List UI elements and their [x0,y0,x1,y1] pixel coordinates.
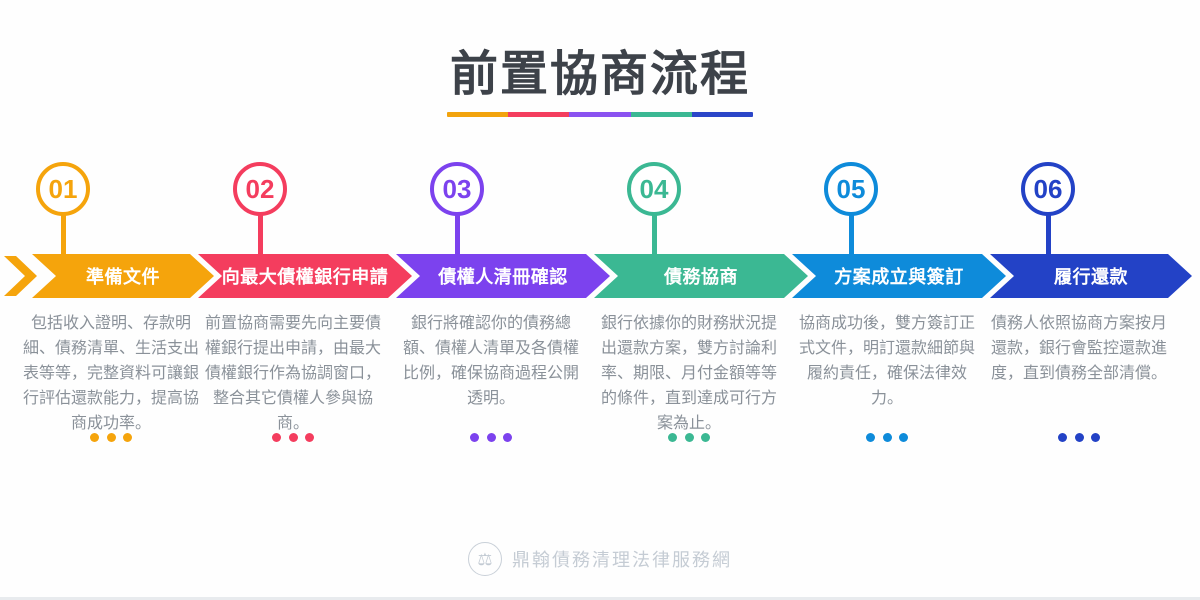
step-number-badge: 01 [36,162,90,216]
step-banner-label: 債務協商 [664,267,738,287]
dot-icon [123,433,132,442]
step-banner-arrow: 債務協商 [594,254,808,298]
ellipsis-dots-icon [272,433,314,442]
dot-icon [90,433,99,442]
step-number-badge: 06 [1021,162,1075,216]
step-banner-label: 準備文件 [86,267,160,287]
step-number-badge: 04 [627,162,681,216]
dot-icon [305,433,314,442]
dot-icon [899,433,908,442]
step-connector [258,214,263,258]
step-number: 03 [442,173,472,204]
dot-icon [684,433,694,442]
step-banner-label: 方案成立與簽訂 [834,267,964,287]
step-description: 銀行將確認你的債務總額、債權人清單及各債權比例，確保協商過程公開透明。 [402,315,579,407]
underline-segment-red [508,112,570,117]
step-number: 05 [836,173,866,204]
step-description: 債務人依照協商方案按月還款，銀行會監控還款進度，直到債務全部清償。 [990,315,1167,382]
step-banner-arrow: 方案成立與簽訂 [792,254,1006,298]
dot-icon [1091,433,1100,442]
ellipsis-dots-icon [668,433,710,442]
brand-name: 鼎翰債務清理法律服務網 [512,550,732,570]
underline-segment-orange [447,112,509,117]
dot-icon [106,433,116,442]
dot-icon [272,433,281,442]
dot-icon [288,433,298,442]
footer: ⚖ 鼎翰債務清理法律服務網 [0,542,1200,576]
dot-icon [470,433,479,442]
step-number: 04 [639,173,669,204]
step-description: 銀行依據你的財務狀況提出還款方案，雙方討論利率、期限、月付金額等等的條件，直到達… [600,315,777,432]
underline-segment-teal [630,112,692,117]
ellipsis-dots-icon [90,433,132,442]
step-banner-label: 履行還款 [1054,267,1128,287]
scales-of-justice-emblem-icon: ⚖ [468,542,502,576]
underline-segment-blue [691,112,753,117]
dot-icon [1074,433,1084,442]
step-number-badge: 05 [824,162,878,216]
dot-icon [668,433,677,442]
step-connector [61,214,66,258]
dot-icon [866,433,875,442]
dot-icon [882,433,892,442]
step-number: 06 [1033,173,1063,204]
ellipsis-dots-icon [866,433,908,442]
step-banner-arrow: 準備文件 [32,254,214,298]
step-banner-arrow: 債權人清冊確認 [396,254,610,298]
step-banner-label: 向最大債權銀行申請 [221,267,389,287]
ellipsis-dots-icon [1058,433,1100,442]
page-title: 前置協商流程 [449,48,750,101]
flow-start-chevron-icon [4,256,37,296]
dot-icon [1058,433,1067,442]
step-description: 協商成功後，雙方簽訂正式文件，明訂還款細節與履約責任，確保法律效力。 [798,315,975,407]
step-description: 前置協商需要先向主要債權銀行提出申請，由最大債權銀行作為協調窗口，整合其它債權人… [204,315,381,432]
dot-icon [503,433,512,442]
bottom-edge-strip [0,597,1200,600]
step-number-badge: 02 [233,162,287,216]
step-banner-arrow: 向最大債權銀行申請 [198,254,412,298]
title-underline [447,112,753,117]
step-number: 02 [245,173,275,204]
step-connector [849,214,854,258]
step-connector [652,214,657,258]
dot-icon [701,433,710,442]
ellipsis-dots-icon [470,433,512,442]
step-number: 01 [48,173,78,204]
step-number-badge: 03 [430,162,484,216]
step-banner-label: 債權人清冊確認 [438,267,568,287]
underline-segment-purple [569,112,631,117]
dot-icon [486,433,496,442]
step-banner-arrow: 履行還款 [990,254,1192,298]
step-connector [455,214,460,258]
step-connector [1046,214,1051,258]
step-description: 包括收入證明、存款明細、債務清單、生活支出表等等，完整資料可讓銀行評估還款能力，… [22,315,199,432]
